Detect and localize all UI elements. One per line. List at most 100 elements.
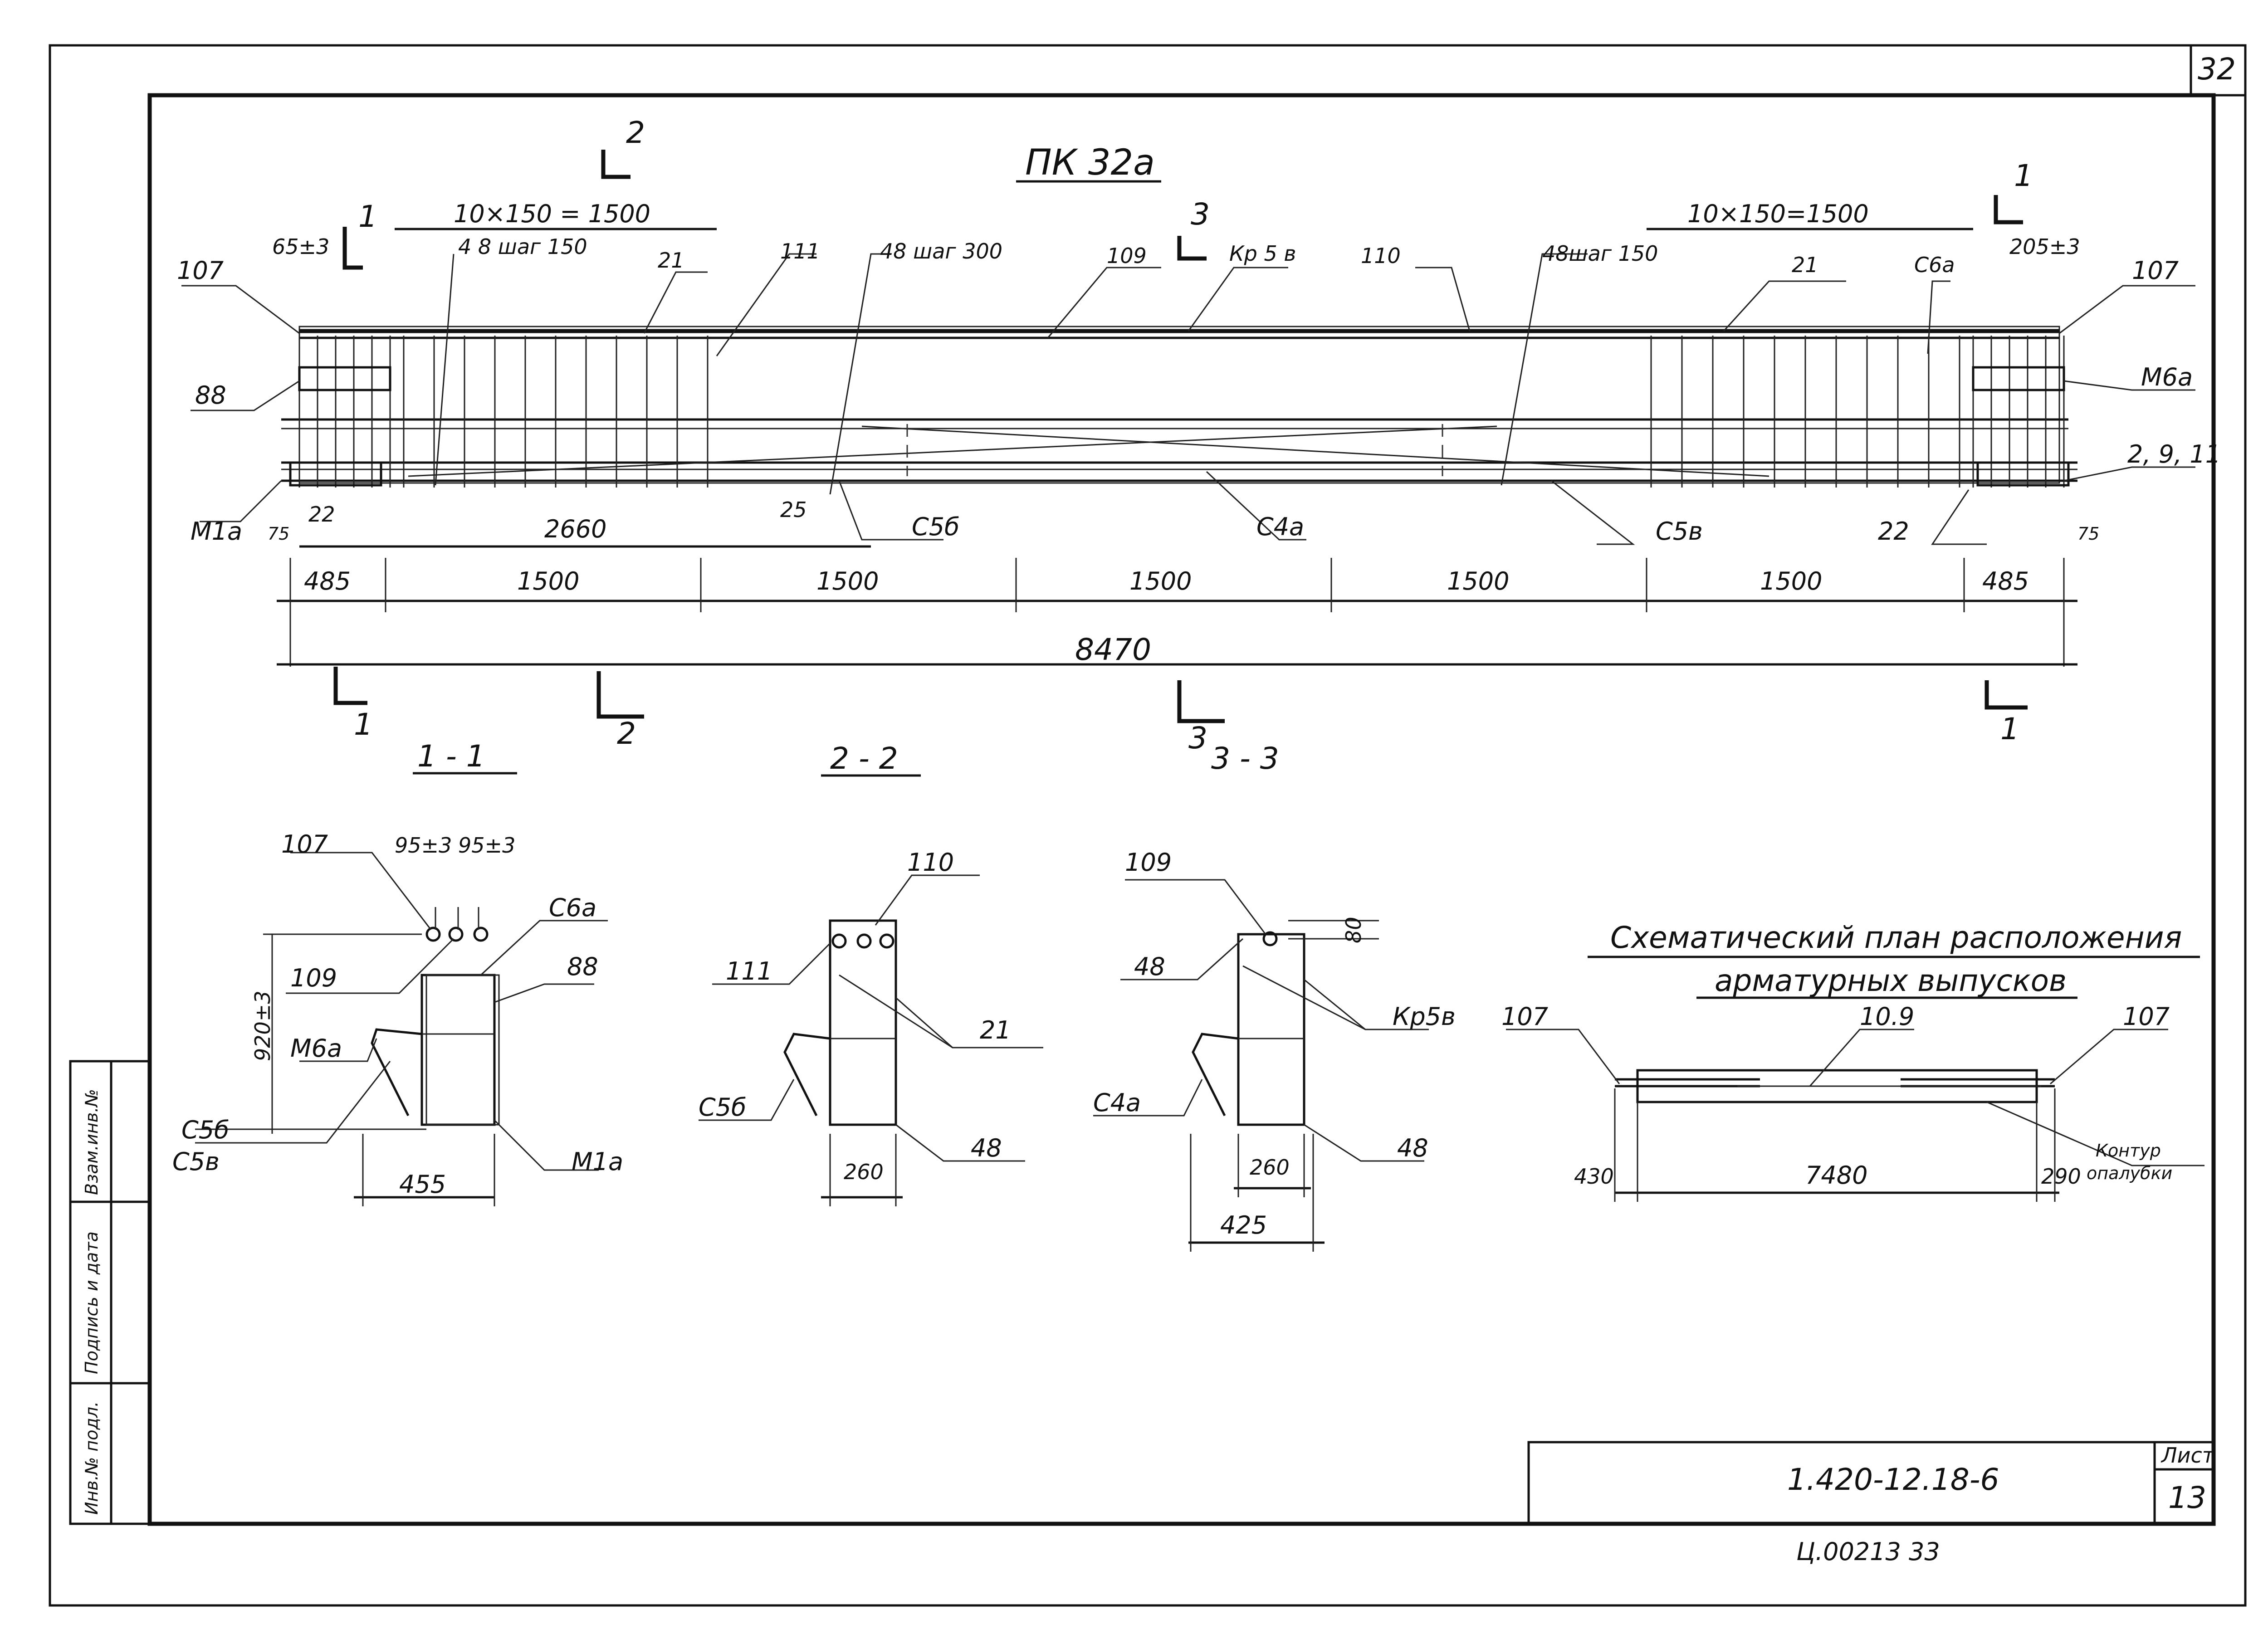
label-110: 110 bbox=[1361, 244, 1401, 268]
scheme-dim-290: 290 bbox=[2041, 1164, 2081, 1189]
scheme-contour-2: опалубки bbox=[2087, 1163, 2172, 1183]
s3-label-48-bottom: 48 bbox=[1397, 1134, 1428, 1162]
s1-label-c5b: С5б bbox=[181, 1116, 229, 1144]
dim-2660: 2660 bbox=[544, 515, 606, 543]
sheet-label: Лист bbox=[2160, 1443, 2215, 1468]
scheme-title-1: Схематический план расположения bbox=[1610, 920, 2182, 955]
label-2-9-11: 2, 9, 11 bbox=[2127, 440, 2221, 468]
s1-label-920: 920±3 bbox=[250, 990, 275, 1061]
scheme-title-2: арматурных выпусков bbox=[1715, 963, 2067, 998]
dim-1500-c: 1500 bbox=[1129, 567, 1192, 595]
cut-mark-3a: 3 bbox=[1191, 197, 1210, 232]
s3-dim-425: 425 bbox=[1220, 1211, 1267, 1239]
label-22-right: 22 bbox=[1878, 517, 1909, 546]
label-21-right: 21 bbox=[1792, 253, 1818, 277]
scheme-label-107-right: 107 bbox=[2123, 1002, 2170, 1031]
scheme-label-109: 10.9 bbox=[1860, 1002, 1914, 1031]
section-3-3: 3 - 3 109 80 48 Кр5в С4а 48 260 425 bbox=[1093, 741, 1456, 1252]
label-m1a: М1а bbox=[191, 517, 242, 546]
dim-485-right: 485 bbox=[1982, 567, 2029, 595]
dim-ticks bbox=[289, 558, 2065, 667]
label-88: 88 bbox=[195, 381, 226, 410]
stirrups-right bbox=[1650, 336, 2065, 488]
dim-overall-8470: 8470 bbox=[1075, 632, 1151, 667]
cut-mark-2b: 2 bbox=[617, 716, 636, 751]
dim-1500-e: 1500 bbox=[1760, 567, 1822, 595]
section-2-title: 2 - 2 bbox=[830, 741, 898, 776]
dim-1500-b: 1500 bbox=[816, 567, 879, 595]
label-75-right: 75 bbox=[2077, 524, 2099, 544]
s1-label-c5v: С5в bbox=[172, 1147, 220, 1176]
stamp-col-1: Инв.№ подл. bbox=[82, 1401, 102, 1515]
s3-label-c4a: С4а bbox=[1093, 1088, 1141, 1117]
s2-label-48: 48 bbox=[971, 1134, 1002, 1162]
s2-label-21: 21 bbox=[980, 1016, 1011, 1044]
label-c5v: С5в bbox=[1656, 517, 1703, 546]
label-48-step150-right: 48шаг 150 bbox=[1542, 241, 1658, 266]
elevation-title: ПК 32а bbox=[1025, 142, 1155, 183]
tolerance-left: 65±3 bbox=[272, 234, 329, 259]
stamp-col-2: Подпись и дата bbox=[82, 1231, 102, 1374]
copy-number: Ц.00213 33 bbox=[1796, 1537, 1940, 1566]
stamp-col-3: Взам.инв.№ bbox=[82, 1089, 102, 1195]
cut-mark-2a: 2 bbox=[626, 115, 645, 150]
title-block: Лист 13 1.420-12.18-6 bbox=[1527, 1441, 2215, 1525]
scheme-label-107-left: 107 bbox=[1501, 1002, 1548, 1031]
scheme-dim-7480: 7480 bbox=[1805, 1161, 1867, 1190]
s2-label-111: 111 bbox=[726, 957, 772, 985]
top-dim-left: 10×150 = 1500 bbox=[454, 200, 650, 228]
stirrups-left bbox=[298, 336, 709, 488]
sheet-number: 13 bbox=[2168, 1480, 2206, 1515]
scheme-dim-430: 430 bbox=[1574, 1164, 1614, 1189]
s1-label-c6a: С6а bbox=[549, 893, 596, 922]
label-75-left: 75 bbox=[268, 524, 289, 544]
s1-label-107: 107 bbox=[281, 830, 328, 858]
dim-485-left: 485 bbox=[304, 567, 351, 595]
label-109: 109 bbox=[1107, 244, 1147, 268]
label-25: 25 bbox=[780, 498, 807, 522]
cut-mark-1a: 1 bbox=[358, 199, 377, 234]
tolerance-right: 205±3 bbox=[2009, 234, 2080, 259]
dim-1500-a: 1500 bbox=[517, 567, 579, 595]
label-c5b: С5б bbox=[912, 512, 959, 541]
s1-label-109: 109 bbox=[290, 964, 337, 992]
leader-lines bbox=[181, 253, 2195, 545]
doc-code: 1.420-12.18-6 bbox=[1787, 1462, 1999, 1497]
cut-mark-1b: 1 bbox=[2014, 158, 2033, 193]
s1-dim-455: 455 bbox=[399, 1170, 446, 1199]
cut-mark-1d: 1 bbox=[2000, 712, 2019, 746]
label-c6a: С6а bbox=[1914, 253, 1955, 277]
s1-label-m1a: М1а bbox=[572, 1147, 623, 1176]
label-c4a: С4а bbox=[1256, 512, 1304, 541]
s3-label-80: 80 bbox=[1341, 917, 1366, 943]
label-21-left: 21 bbox=[658, 248, 684, 273]
label-22-left: 22 bbox=[308, 502, 335, 527]
label-kp5v: Кр 5 в bbox=[1229, 241, 1296, 266]
cut-mark-3b: 3 bbox=[1188, 721, 1207, 756]
dim-1500-d: 1500 bbox=[1447, 567, 1509, 595]
corner-number: 32 bbox=[2198, 52, 2236, 87]
top-dim-right: 10×150=1500 bbox=[1687, 200, 1869, 228]
s3-label-kp5v: Кр5в bbox=[1393, 1002, 1456, 1031]
s1-label-m6a: М6а bbox=[290, 1034, 342, 1063]
label-107-right: 107 bbox=[2132, 256, 2179, 285]
s2-dim-260: 260 bbox=[844, 1160, 884, 1184]
label-111: 111 bbox=[780, 239, 820, 263]
s1-tol-2: 95±3 bbox=[458, 833, 515, 858]
section-1-title: 1 - 1 bbox=[417, 739, 485, 774]
label-107-left: 107 bbox=[177, 256, 224, 285]
s3-label-109: 109 bbox=[1125, 848, 1172, 877]
section-1-1: 1 - 1 107 95±3 95±3 С6а 109 88 920±3 М6а… bbox=[172, 739, 623, 1206]
side-stamp: Инв.№ подл. Подпись и дата Взам.инв.№ bbox=[69, 1060, 151, 1525]
scheme-contour-1: Контур bbox=[2096, 1141, 2161, 1161]
label-m6a: М6а bbox=[2141, 363, 2193, 391]
s2-label-c5b: С5б bbox=[699, 1093, 746, 1122]
sheet-frame bbox=[49, 44, 2247, 1607]
cut-mark-1c: 1 bbox=[354, 707, 373, 742]
elevation-view: ПК 32а 1 2 3 1 bbox=[177, 115, 2221, 756]
s3-label-48-top: 48 bbox=[1134, 952, 1165, 981]
s3-dim-260: 260 bbox=[1250, 1155, 1290, 1180]
s1-tol-1: 95±3 bbox=[395, 833, 452, 858]
section-2-2: 2 - 2 110 111 21 С5б 48 260 bbox=[699, 741, 1043, 1206]
